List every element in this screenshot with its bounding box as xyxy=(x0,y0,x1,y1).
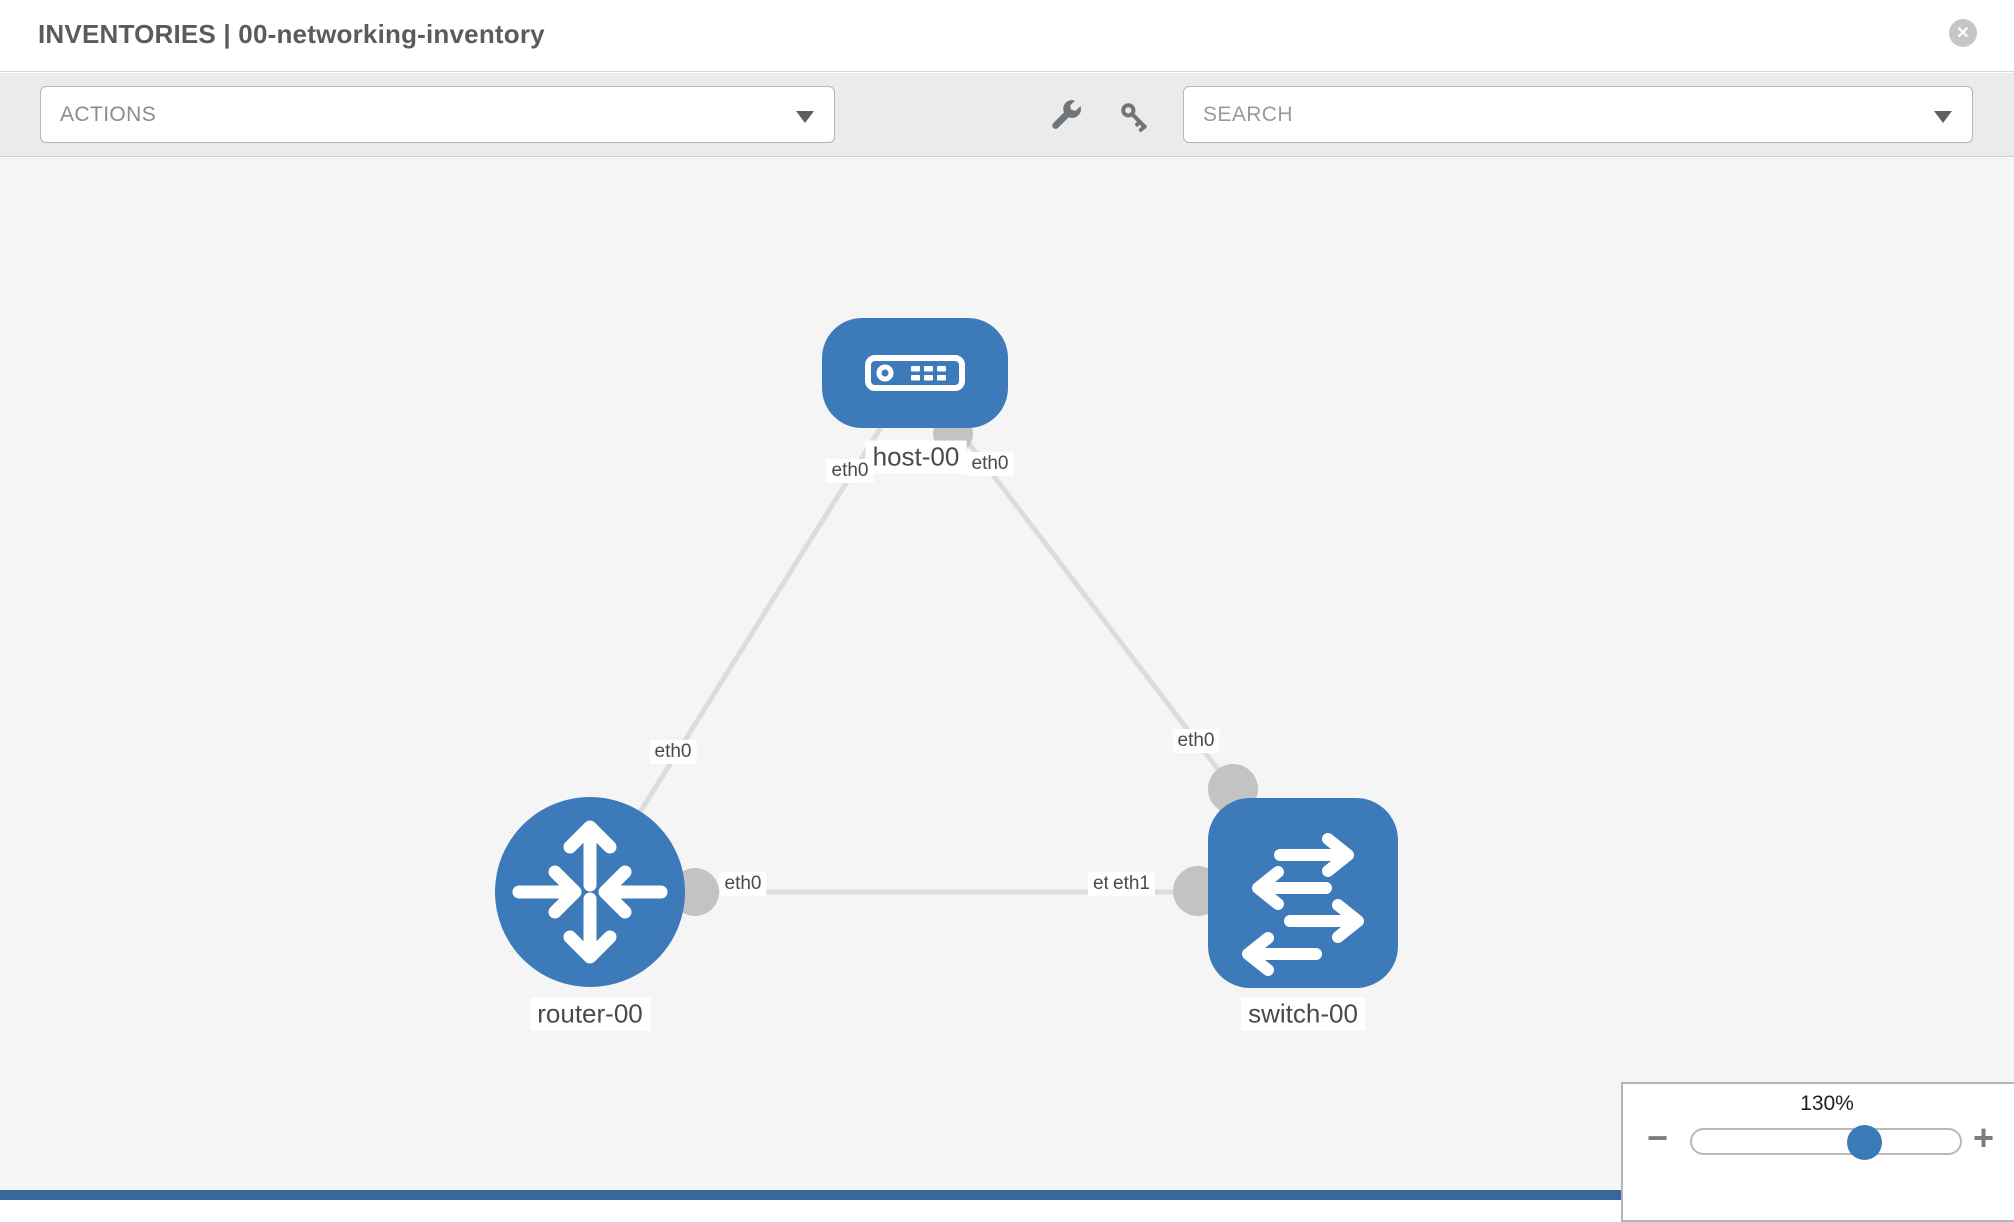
chevron-down-icon xyxy=(1934,111,1952,123)
actions-dropdown-label: ACTIONS xyxy=(60,102,157,126)
interface-label-switch-lower-front: eth1 xyxy=(1108,872,1155,896)
node-label-host: host-00 xyxy=(865,440,967,474)
interface-label-host-right: eth0 xyxy=(966,452,1014,476)
key-icon[interactable] xyxy=(1117,99,1151,133)
interface-label-switch-upper: eth0 xyxy=(1172,729,1220,753)
node-router-00[interactable] xyxy=(495,797,685,987)
zoom-out-button[interactable]: − xyxy=(1647,1117,1669,1158)
interface-label-router-lower: eth0 xyxy=(719,872,767,896)
links-layer xyxy=(587,371,1303,916)
actions-dropdown[interactable]: ACTIONS xyxy=(40,86,835,143)
node-label-switch: switch-00 xyxy=(1241,997,1365,1031)
node-host-00[interactable] xyxy=(822,318,1008,428)
header-bar: INVENTORIES | 00-networking-inventory ✕ xyxy=(0,0,2014,72)
chevron-down-icon xyxy=(796,111,814,123)
interface-label-router-upper: eth0 xyxy=(649,740,697,764)
zoom-slider[interactable] xyxy=(1690,1128,1962,1155)
bottom-accent-bar xyxy=(0,1190,1621,1200)
node-switch-00[interactable] xyxy=(1208,798,1398,988)
zoom-level-label: 130% xyxy=(1800,1092,1854,1115)
close-icon: ✕ xyxy=(1956,25,1970,42)
search-dropdown-label: SEARCH xyxy=(1203,102,1293,126)
server-icon xyxy=(865,355,965,391)
node-label-router: router-00 xyxy=(530,997,650,1031)
close-button[interactable]: ✕ xyxy=(1949,19,1977,47)
switch-arrows-icon xyxy=(1242,833,1364,976)
toolbar: ACTIONS SEARCH xyxy=(0,73,2014,157)
search-dropdown[interactable]: SEARCH xyxy=(1183,86,1973,143)
zoom-panel: 130% − + xyxy=(1621,1082,2014,1222)
zoom-in-button[interactable]: + xyxy=(1973,1117,1995,1158)
zoom-slider-thumb[interactable] xyxy=(1847,1125,1882,1160)
interface-label-host-left: eth0 xyxy=(826,459,874,483)
topology-canvas[interactable]: host-00 router-00 switch-00 eth0 eth0 et… xyxy=(0,158,2014,1200)
wrench-icon[interactable] xyxy=(1048,99,1082,133)
router-arrows-icon xyxy=(512,820,668,964)
page-title: INVENTORIES | 00-networking-inventory xyxy=(38,19,545,49)
